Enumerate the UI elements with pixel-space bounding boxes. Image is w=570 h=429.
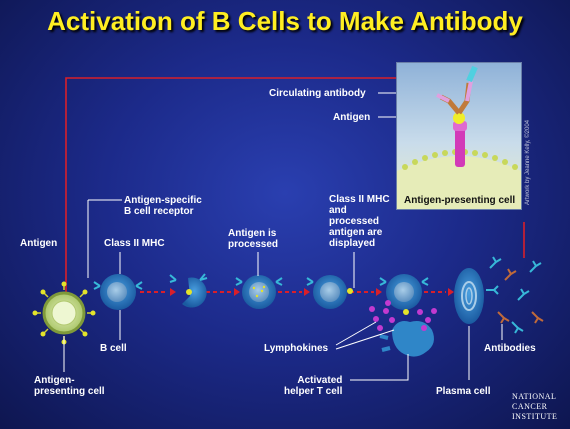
pathway-lines [65, 77, 525, 300]
logo-line-2: CANCER [512, 402, 548, 411]
label-antibodies: Antibodies [484, 343, 536, 354]
plasma-cell [454, 268, 484, 324]
lymphokines [369, 300, 437, 331]
label-lymphokines: Lymphokines [264, 343, 329, 354]
b-cell-engulfing [169, 273, 208, 308]
logo-line-3: INSTITUTE [512, 412, 558, 421]
label-antigen-processed: Antigen is processed [228, 228, 279, 250]
label-activated-helper-t-cell: Activated helper T cell [284, 375, 343, 397]
inset-credit: Artwork by Jeanne Kelly, ©2004 [525, 119, 531, 205]
label-class-ii-mhc: Class II MHC [104, 238, 165, 249]
b-cell-activated [379, 274, 429, 315]
antibodies [486, 256, 544, 334]
label-circulating-antibody: Circulating antibody [269, 88, 366, 99]
label-antigen: Antigen [20, 238, 58, 249]
b-cell [93, 274, 143, 310]
b-cell-displaying [306, 275, 353, 309]
b-cell-processing [235, 275, 283, 309]
page-title: Activation of B Cells to Make Antibody [47, 6, 523, 36]
label-inset-apc: Antigen-presenting cell [404, 195, 516, 206]
inset-panel [396, 62, 522, 210]
label-apc: Antigen- presenting cell [34, 375, 105, 397]
label-inset-antigen: Antigen [333, 112, 371, 123]
top-connector-line [65, 77, 397, 300]
inset-illustration [397, 65, 521, 209]
logo-line-1: NATIONAL [512, 392, 557, 401]
label-class-ii-displayed: Class II MHC and processed antigen are d… [329, 194, 390, 249]
label-b-cell: B cell [100, 343, 127, 354]
nci-logo: NATIONAL CANCER INSTITUTE [512, 392, 568, 428]
antigen-presenting-cell [32, 281, 96, 345]
stage-arrows [140, 288, 454, 296]
label-plasma-cell: Plasma cell [436, 386, 491, 397]
label-b-cell-receptor: Antigen-specific B cell receptor [124, 195, 202, 217]
